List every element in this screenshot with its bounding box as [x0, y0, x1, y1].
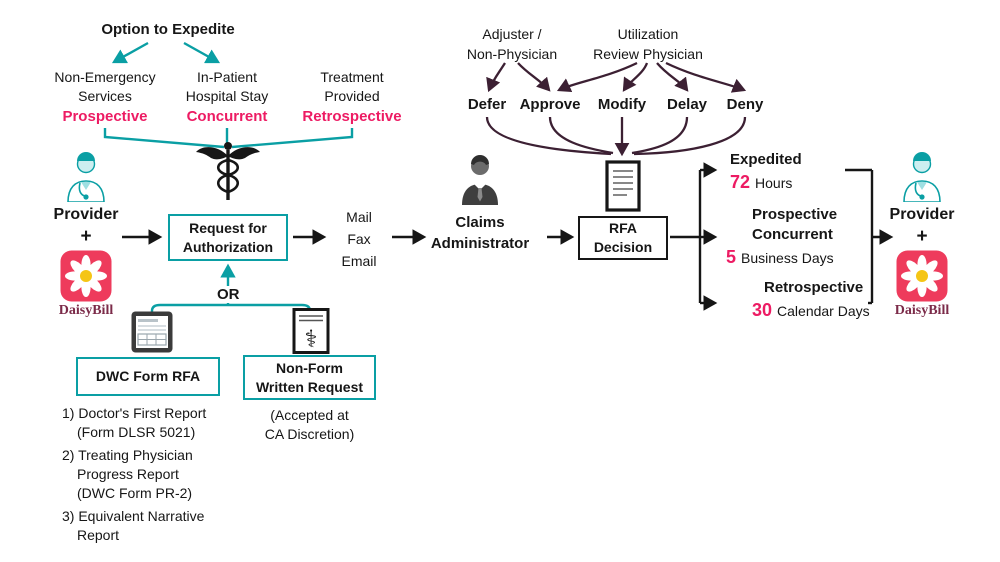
- timeline-retro-title: Retrospective: [764, 279, 864, 296]
- provider-label-left: Provider: [53, 206, 119, 223]
- report-list-item: Progress Report: [77, 466, 179, 482]
- claims-line2: Administrator: [430, 235, 530, 252]
- daisybill-wordmark-right: DaisyBill: [894, 303, 950, 318]
- bracket-or-options: [150, 303, 312, 312]
- transmission-mail: Mail: [346, 209, 372, 225]
- non-form-written-request-box: Non-Form Written Request: [243, 355, 376, 400]
- svg-text:⚕: ⚕: [305, 325, 318, 353]
- utilization-review-label: Utilization Review Physician: [583, 24, 713, 64]
- line-expedite-to-concurrent: [183, 41, 221, 64]
- type-retrospective: Retrospective: [302, 108, 402, 125]
- arrow-ur-to-delay: [656, 62, 689, 92]
- request-box-line1: Request for: [189, 219, 267, 236]
- arrow-adjuster-to-approve: [517, 62, 551, 92]
- decision-deny: Deny: [726, 96, 764, 113]
- report-list-item: 1) Doctor's First Report: [62, 405, 207, 421]
- transmission-fax: Fax: [347, 231, 371, 247]
- claims-administrator-icon: [457, 153, 503, 205]
- daisybill-logo-right: [896, 250, 948, 302]
- expedite-title: Option to Expedite: [101, 21, 235, 38]
- adjuster-line2: Non-Physician: [466, 46, 558, 62]
- caduceus-icon: [193, 140, 263, 202]
- type-prospective: Prospective: [62, 108, 148, 125]
- timeline-expedited-unit: Hours: [755, 175, 793, 191]
- dwc-form-tablet-icon: [130, 310, 174, 354]
- arrow-ur-to-approve: [556, 61, 638, 92]
- doctor-icon: [63, 150, 109, 203]
- timeline-pc-title1: Prospective: [752, 206, 838, 223]
- plus-sign-left: +: [80, 226, 92, 247]
- doctor-icon-right: [899, 150, 945, 203]
- timeline-expedited-number: 72: [730, 172, 751, 192]
- rfa-decision-line2: Decision: [593, 239, 653, 255]
- report-list-item: Report: [77, 527, 120, 543]
- decision-modify: Modify: [597, 96, 647, 113]
- rfa-decision-box: RFA Decision: [578, 216, 668, 260]
- plus-sign-right: +: [916, 226, 928, 247]
- claims-administrator-label: Claims Administrator: [420, 212, 540, 254]
- option-prospective: Non-Emergency Services Prospective: [45, 68, 165, 125]
- ur-line2: Review Physician: [593, 46, 703, 62]
- decision-approve: Approve: [519, 96, 581, 113]
- option-line1: In-Patient: [197, 69, 257, 85]
- request-box-line2: Authorization: [182, 238, 274, 255]
- option-line2: Provided: [324, 88, 380, 104]
- arrow-adjuster-to-defer: [486, 62, 506, 93]
- type-concurrent: Concurrent: [186, 108, 268, 125]
- claims-line1: Claims: [455, 214, 505, 231]
- option-line2: Hospital Stay: [185, 88, 269, 104]
- ur-line1: Utilization: [617, 26, 679, 42]
- timeline-retrospective: Retrospective 30 Calendar Days: [752, 278, 870, 321]
- line-expedite-to-prospective: [111, 41, 149, 64]
- daisybill-wordmark-left: DaisyBill: [58, 303, 114, 318]
- nonform-note-line1: (Accepted at: [270, 407, 349, 423]
- option-concurrent: In-Patient Hospital Stay Concurrent: [167, 68, 287, 125]
- report-list-item: 3) Equivalent Narrative: [62, 508, 205, 524]
- decision-delay: Delay: [666, 96, 708, 113]
- timeline-expedited: Expedited 72 Hours: [730, 150, 802, 193]
- option-line1: Treatment: [320, 69, 384, 85]
- line-defer-to-decision: [485, 116, 612, 156]
- option-line2: Services: [78, 88, 132, 104]
- written-request-document-icon: ⚕: [291, 308, 331, 354]
- option-line1: Non-Emergency: [54, 69, 156, 85]
- dwc-form-rfa-box: DWC Form RFA: [76, 357, 220, 396]
- timeline-prospective-concurrent: Prospective Concurrent 5 Business Days: [726, 205, 837, 268]
- line-deny-to-decision: [633, 116, 747, 156]
- nonform-note: (Accepted at CA Discretion): [243, 406, 376, 444]
- timeline-retro-unit: Calendar Days: [777, 303, 870, 319]
- or-label: OR: [214, 286, 243, 303]
- provider-label-right: Provider: [889, 206, 955, 223]
- adjuster-label: Adjuster / Non-Physician: [452, 24, 572, 64]
- report-list-item: 2) Treating Physician: [62, 447, 193, 463]
- timeline-pc-title2: Concurrent: [752, 226, 833, 243]
- daisybill-logo-left: [60, 250, 112, 302]
- transmission-methods: Mail Fax Email: [328, 206, 390, 272]
- timeline-pc-unit: Business Days: [741, 250, 834, 266]
- timeline-pc-number: 5: [726, 247, 737, 267]
- arrow-ur-to-modify: [622, 62, 649, 92]
- rfa-decision-document-icon: [600, 160, 646, 212]
- option-retrospective: Treatment Provided Retrospective: [292, 68, 412, 125]
- nonform-note-line2: CA Discretion): [264, 426, 355, 442]
- report-list-item: (DWC Form PR-2): [77, 485, 193, 501]
- timeline-expedited-title: Expedited: [730, 151, 802, 168]
- line-delay-to-decision: [631, 116, 689, 155]
- report-list: 1) Doctor's First Report (Form DLSR 5021…: [62, 404, 262, 545]
- request-for-authorization-box: Request for Authorization: [168, 214, 288, 261]
- nonform-line1: Non-Form: [276, 359, 343, 376]
- arrow-ur-to-deny: [665, 61, 747, 93]
- transmission-email: Email: [341, 253, 377, 269]
- adjuster-line1: Adjuster /: [482, 26, 542, 42]
- timeline-retro-number: 30: [752, 300, 773, 320]
- report-list-item: (Form DLSR 5021): [77, 424, 196, 440]
- rfa-decision-line1: RFA: [609, 220, 637, 236]
- dwc-form-rfa-label: DWC Form RFA: [95, 368, 201, 384]
- decision-defer: Defer: [467, 96, 507, 113]
- nonform-line2: Written Request: [255, 378, 364, 395]
- line-approve-to-decision: [548, 116, 614, 155]
